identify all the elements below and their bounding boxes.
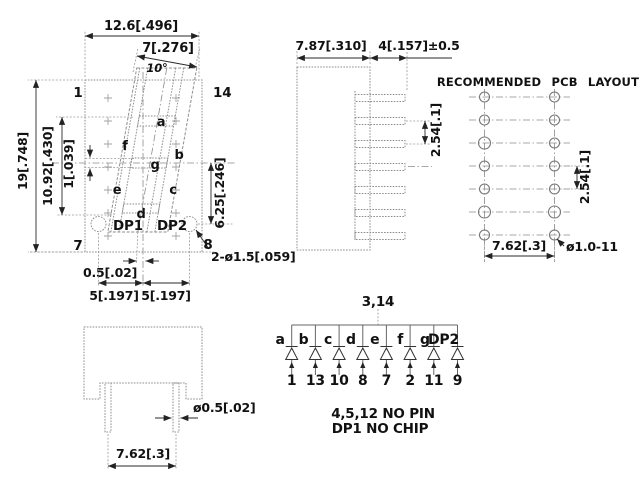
slant-angle: 10° [146,61,167,75]
dim-column-spacing: 7.62[.3] [492,238,546,253]
segment-a-bar [136,115,176,127]
dp2-label: DP2 [157,218,187,234]
package-outline [84,79,203,253]
segment-strips [110,68,185,232]
note-no-pin: 4,5,12 NO PIN [331,406,435,422]
schematic-pin-dp2: 9 [453,373,463,389]
pin-number-14: 14 [213,85,231,101]
side-pins [354,94,406,240]
dim-pin-length: 4[.157]±0.5 [378,38,459,53]
schematic-segment-b: b [299,332,309,348]
dim-window-width: 7[.276] [142,41,194,56]
segment-label-f: f [122,139,128,154]
common-pins-label: 3,14 [362,294,395,310]
hole-spec: ø1.0-11 [566,239,618,254]
dim-dp-holes: 2-ø1.5[.059] [211,249,295,264]
dim-digit-height: 10.92[.430] [40,126,55,206]
note-no-chip: DP1 NO CHIP [332,421,429,437]
dim-overall-width: 12.6[.496] [104,19,178,34]
schematic-pin-g: 11 [424,373,443,389]
schematic-segment-dp2: DP2 [428,332,459,348]
dp2-circle [181,216,198,232]
bottom-pin-left [104,382,112,433]
dim-pin-diameter: ø0.5[.02] [193,400,256,415]
bottom-view: ø0.5[.02] 7.62[.3] [83,326,256,470]
segment-label-d: d [136,207,145,222]
schematic-segment-d: d [346,332,356,348]
schematic-pin-d: 8 [358,373,368,389]
dim-segment-width: 1[.039] [61,139,76,189]
pcb-holes [477,91,562,241]
schematic-segment-e: e [370,332,379,348]
pcb-layout-title: RECOMMENDED PCB LAYOUT [437,75,639,89]
side-body-outline [296,66,371,251]
segment-d-bar [121,203,161,214]
current-arrows [289,362,461,368]
schematic-pin-a: 1 [287,373,297,389]
schematic-segment-f: f [397,332,404,348]
schematic-segment-c: c [324,332,332,348]
pin-crosses [104,94,180,240]
schematic-segment-a: a [275,332,284,348]
pin-number-8: 8 [203,237,212,253]
schematic-segment-g: g [420,332,430,348]
dim-dp-pitch-left: 5[.197] [89,288,139,303]
dim-hole-pitch: 2.54[.1] [577,150,592,204]
pin-number-7: 7 [73,238,82,254]
segment-label-b: b [174,148,183,163]
pcb-layout: RECOMMENDED PCB LAYOUT 2.54[.1] [437,75,639,263]
segment-label-g: g [150,158,159,173]
led-triangles [284,346,465,360]
dp1-circle [90,216,107,232]
bottom-pin-right [172,382,180,433]
dim-body-depth: 7.87[.310] [295,38,366,53]
dim-center-offset: 0.5[.02] [83,265,137,280]
dim-lower-half: 6.25[.246] [212,157,227,228]
schematic-pin-b: 13 [306,373,325,389]
dim-overall-height: 19[.748] [15,132,30,190]
dim-dp-pitch-right: 5[.197] [141,288,191,303]
dim-pin-pitch-side: 2.54[.1] [428,103,443,157]
pin-number-1: 1 [73,85,82,101]
bottom-body-outline [83,326,203,400]
schematic-pin-c: 10 [330,373,350,389]
pcb-row-centerlines [469,96,570,236]
schematic: 3,14 a b c d e f g DP2 1 13 10 8 7 2 11 … [275,294,465,437]
dim-pin-spacing: 7.62[.3] [116,446,170,461]
side-view: 7.87[.310] 4[.157]±0.5 2.54[.1] [295,38,460,251]
led-branches [284,325,465,375]
schematic-pin-f: 2 [405,373,415,389]
segment-label-e: e [113,183,122,198]
digit-axis-centerline [137,67,168,233]
front-view: 12.6[.496] 7[.276] 10° 19[.748] 10.92[.4… [15,19,296,303]
schematic-pin-e: 7 [382,373,392,389]
segment-label-a: a [157,115,166,130]
segment-label-c: c [169,183,177,198]
dp1-label: DP1 [113,218,143,234]
